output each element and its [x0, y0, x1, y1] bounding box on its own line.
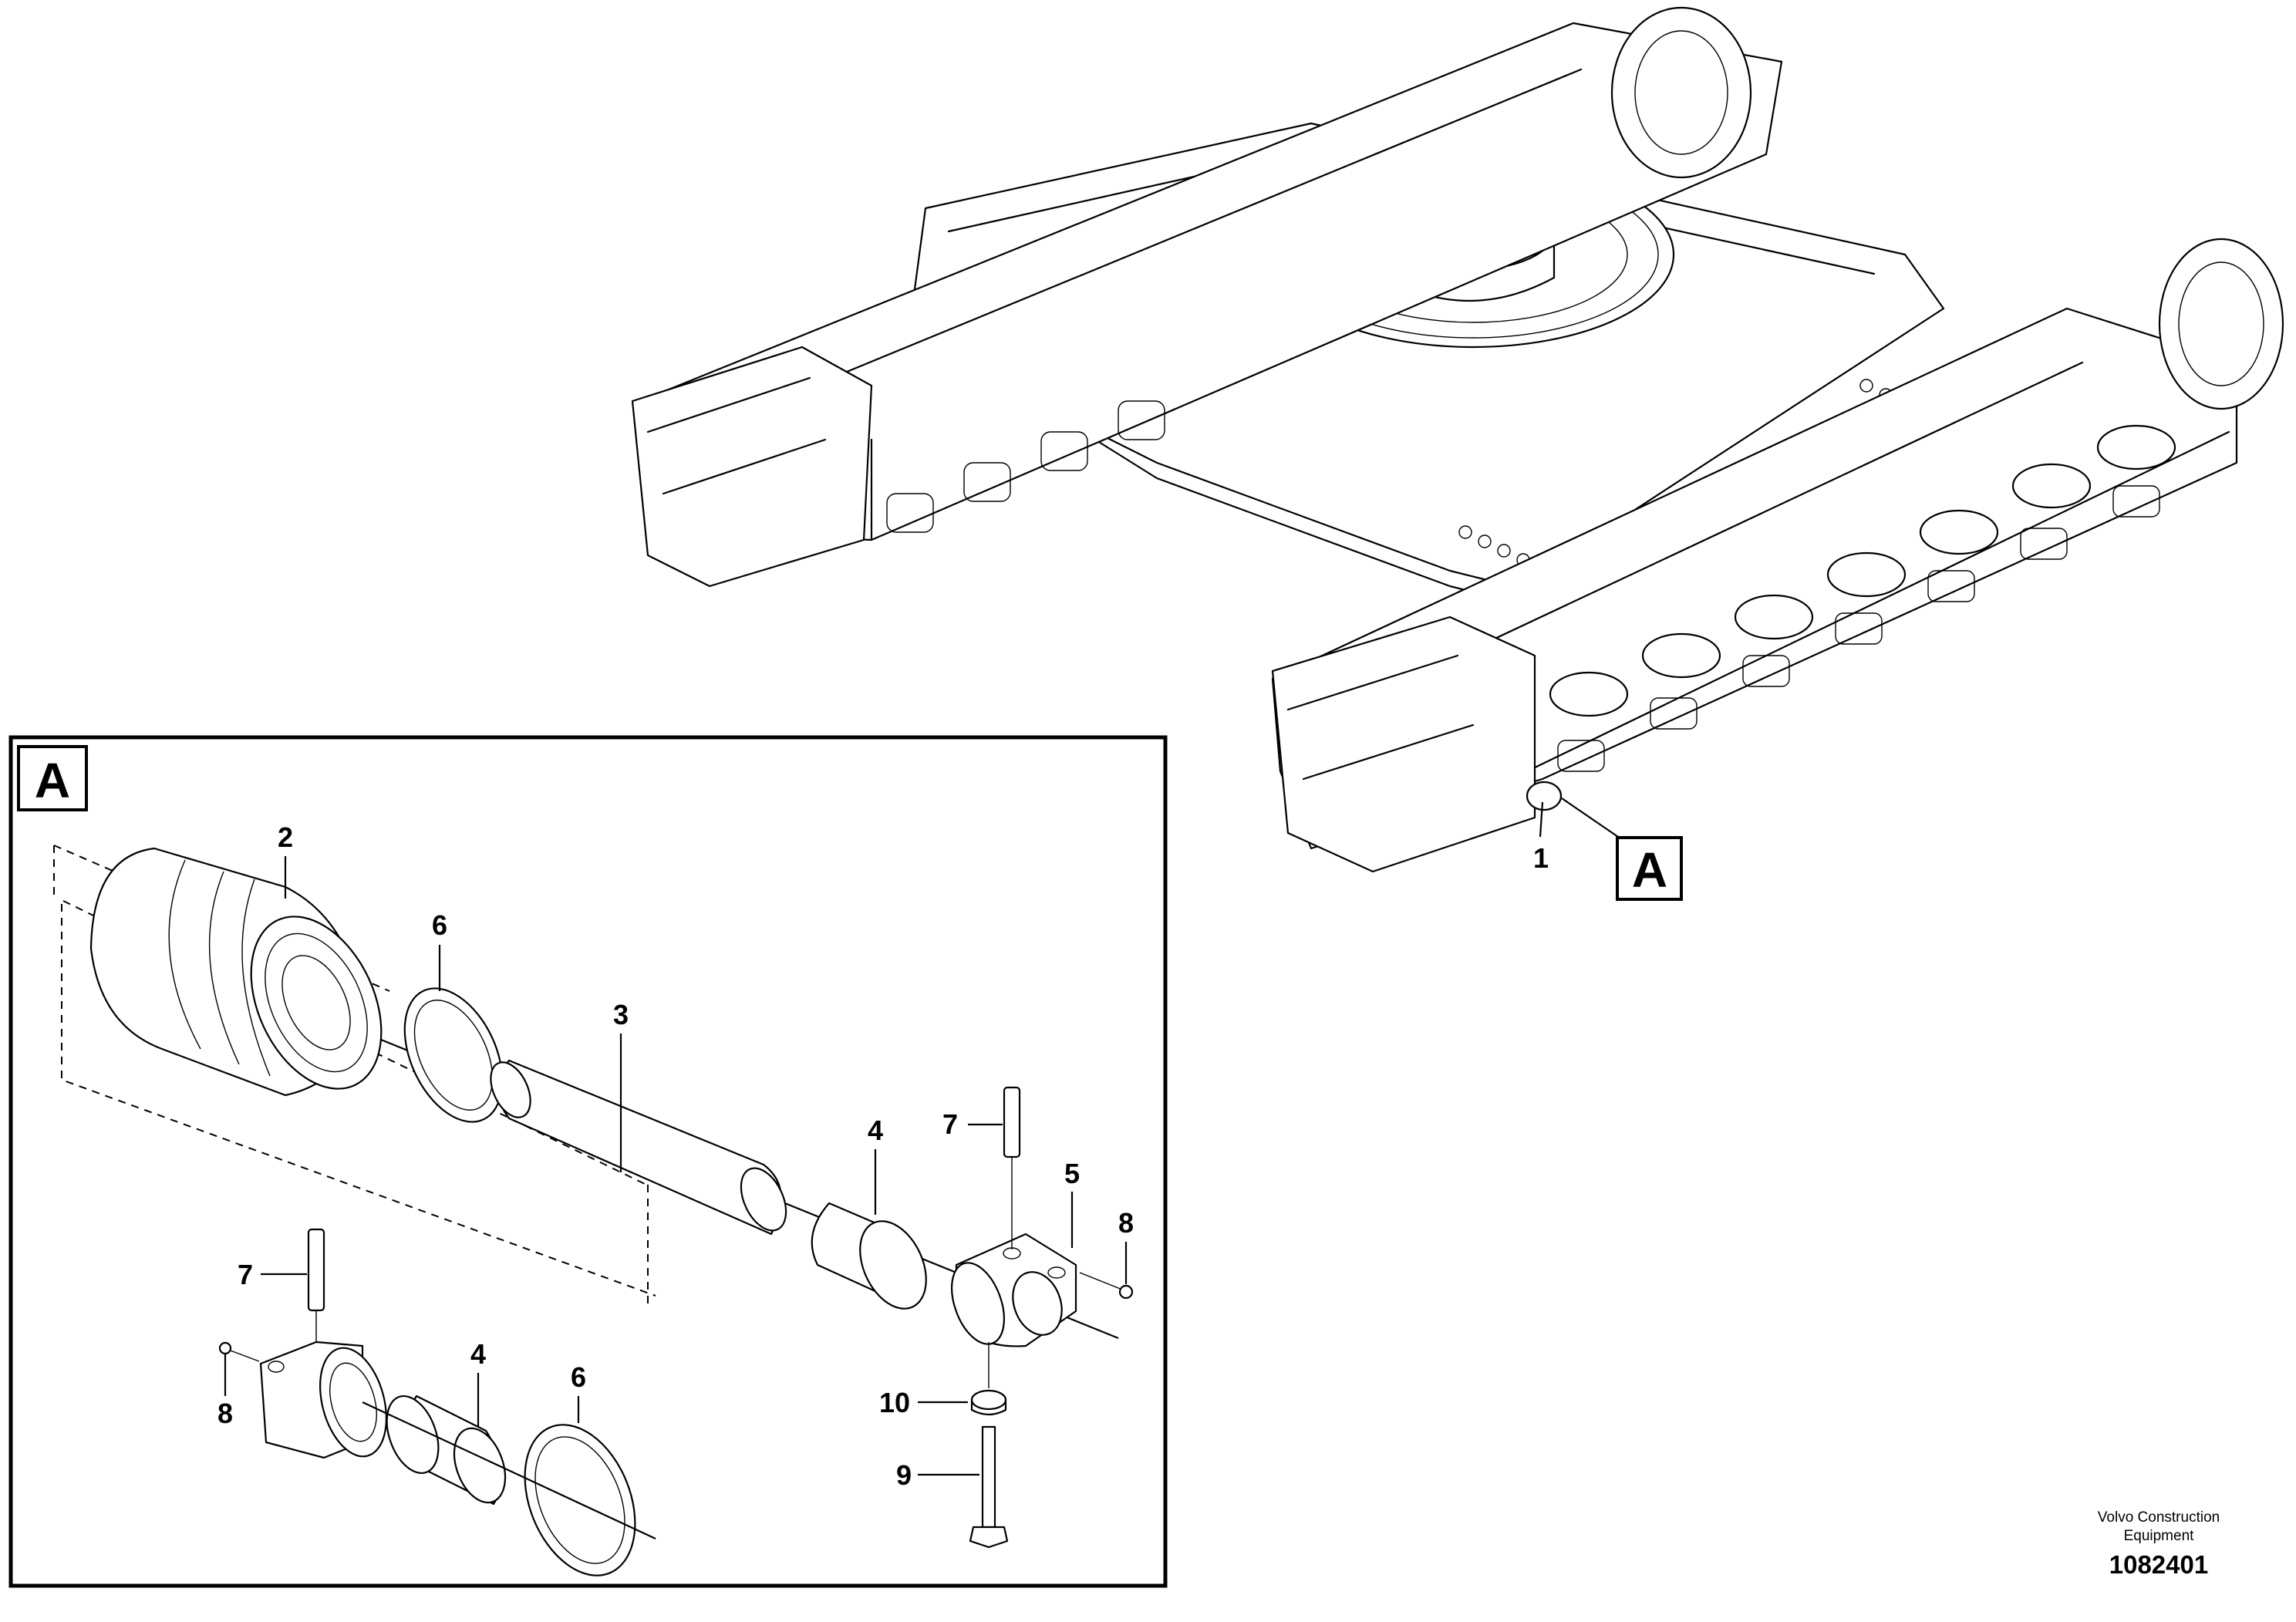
callout-shaft: 3 [613, 999, 629, 1030]
detail-a-label: A [35, 753, 70, 808]
callout-collar-right: 5 [1064, 1158, 1080, 1189]
bolt-part [969, 1425, 1009, 1549]
callout-plug-left: 8 [217, 1398, 233, 1429]
callout-1-group: 1 A [1533, 798, 1683, 901]
callout-bolt: 9 [896, 1459, 912, 1491]
bushing-part-right [811, 1202, 927, 1310]
pin-part-right [1003, 1086, 1021, 1249]
detail-a-tag [17, 745, 88, 811]
callout-washer: 10 [879, 1387, 910, 1418]
callout-seal-right: 6 [571, 1361, 586, 1393]
callout-pin-left: 7 [238, 1259, 253, 1290]
seal-part-right [524, 1424, 636, 1576]
bushing-part-left [386, 1394, 507, 1506]
shaft-part [490, 1059, 787, 1236]
callout-bushing-left: 4 [470, 1338, 486, 1370]
washer-part [970, 1342, 1007, 1416]
roller-part [89, 847, 383, 1097]
plug-part-right [1079, 1272, 1134, 1300]
drawing-number: 1082401 [2109, 1550, 2208, 1579]
seal-part-left [403, 987, 504, 1123]
callout-bushing-right: 4 [868, 1114, 883, 1146]
credit-block: Volvo Construction Equipment 1082401 [2098, 1509, 2220, 1579]
credit-company-line1: Volvo Construction [2098, 1509, 2220, 1526]
detail-marker-label: A [1632, 842, 1667, 898]
pin-part-left [307, 1228, 325, 1346]
collar-part-left [259, 1340, 387, 1459]
callout-seal-left: 6 [432, 909, 447, 941]
collar-part-right [951, 1233, 1077, 1347]
detail-marker-leader [1561, 798, 1619, 838]
callout-pin-right: 7 [942, 1108, 958, 1140]
callout-plug-right: 8 [1118, 1207, 1134, 1239]
callout-roller: 2 [278, 821, 293, 853]
callout-1-leader [1539, 801, 1544, 838]
callout-1: 1 [1533, 842, 1549, 874]
undercarriage-assembly [631, 6, 2284, 873]
plug-part-left [218, 1341, 260, 1362]
detail-a-view: A [8, 735, 1168, 1588]
credit-company-line2: Equipment [2124, 1528, 2195, 1544]
detail-marker-box [1616, 836, 1683, 901]
